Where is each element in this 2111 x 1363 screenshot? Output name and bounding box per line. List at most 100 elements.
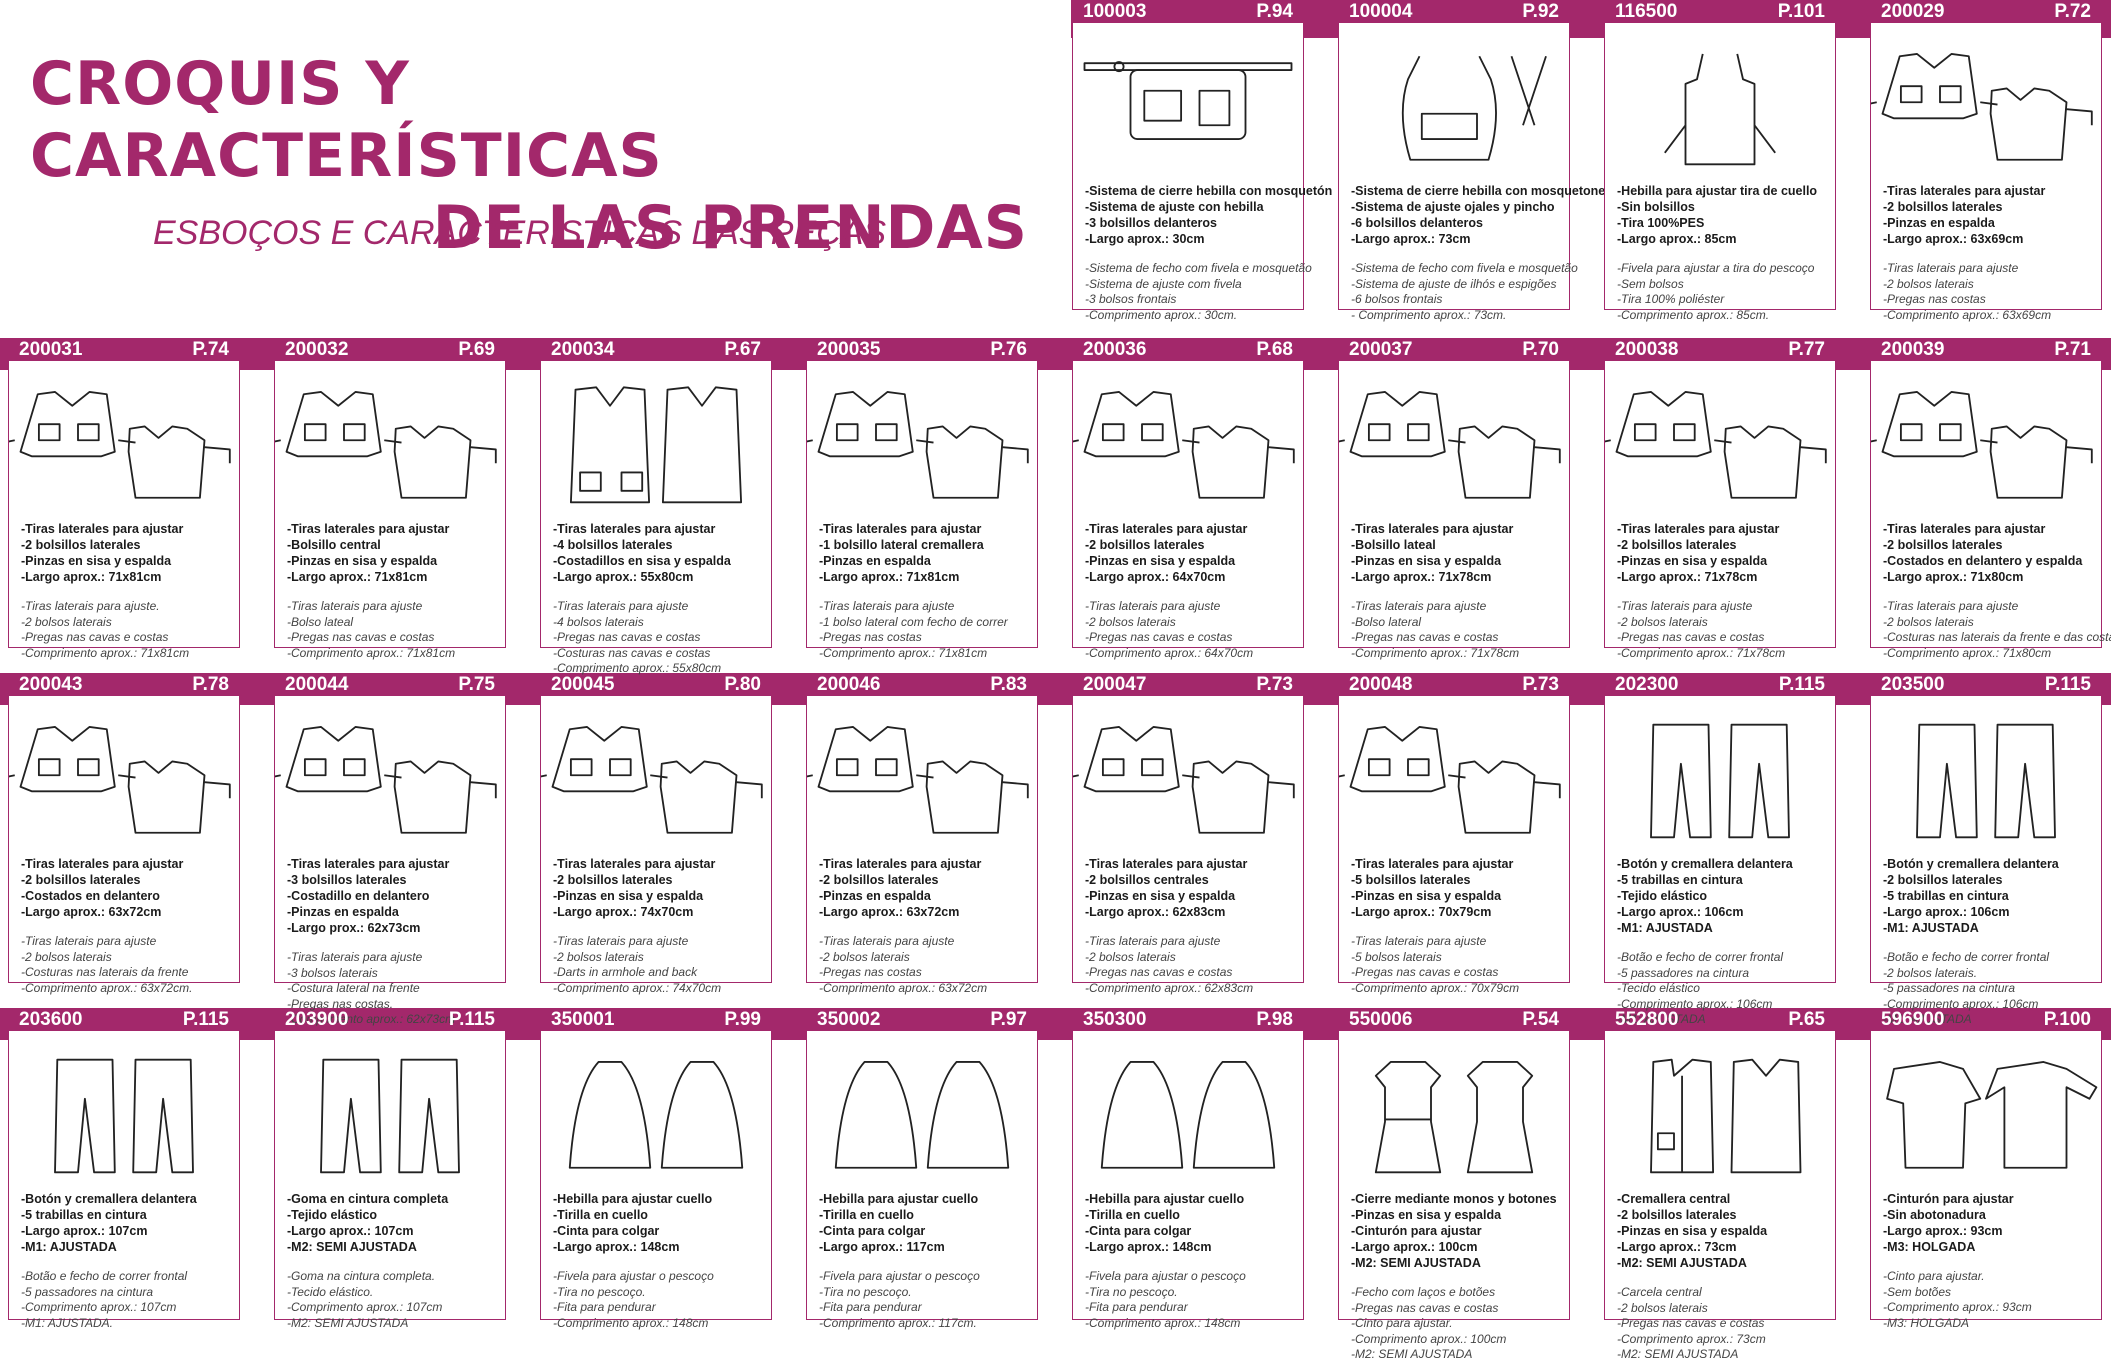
- feature-line: -Largo aprox.: 148cm: [553, 1240, 680, 1254]
- garment-card: 100003 P.94 -Sistema de cierre hebilla c…: [1072, 1, 1332, 322]
- product-code: 200048: [1349, 674, 1413, 695]
- features-es: -Tiras laterales para ajustar-5 bolsillo…: [1351, 856, 1565, 920]
- page-reference: P.70: [1522, 339, 1559, 360]
- note-line: -Pregas nas cavas e costas: [1617, 1316, 1765, 1330]
- feature-line: -Largo aprox.: 63x72cm: [819, 905, 960, 919]
- note-line: -1 bolso lateral com fecho de correr: [819, 614, 1008, 629]
- product-code: 203900: [285, 1009, 349, 1030]
- garment-card: 350001 P.99 -Hebilla para ajustar cuello…: [540, 1009, 772, 1330]
- feature-line: -Tiras laterales para ajustar: [1617, 522, 1780, 536]
- note-line: -Comprimento aprox.: 71x81cm: [819, 645, 988, 660]
- note-line: -Darts in armhole and back: [553, 965, 698, 979]
- note-line: -Sem bolsos: [1617, 276, 1684, 291]
- note-line: -2 bolsos laterais: [1617, 614, 1708, 629]
- feature-line: -Largo prox.: 62x73cm: [287, 921, 421, 935]
- note-line: -Pregas nas cavas e costas: [1085, 965, 1233, 979]
- page-reference: P.83: [990, 674, 1027, 695]
- feature-line: -5 trabillas en cintura: [21, 1208, 147, 1222]
- feature-line: -Bolsillo central: [287, 538, 381, 552]
- card-header: 202300 P.115: [1605, 674, 1835, 696]
- page-reference: P.101: [1777, 1, 1825, 22]
- product-code: 200029: [1881, 1, 1945, 22]
- features-pt: -Goma na cintura completa.-Tecido elásti…: [287, 1269, 501, 1331]
- tabard-pair-icon: [1333, 371, 1569, 521]
- tabard-pair-icon: [1865, 33, 2101, 183]
- garment-card: 350002 P.97 -Hebilla para ajustar cuello…: [806, 1009, 1038, 1330]
- note-line: -Cinto para ajustar.: [1883, 1269, 1985, 1283]
- note-line: -Comprimento aprox.: 148cm: [553, 1315, 709, 1330]
- feature-line: -Largo aprox.: 55x80cm: [553, 570, 694, 584]
- feature-line: -2 bolsillos laterales: [1617, 538, 1737, 552]
- note-line: -5 bolsos laterais: [1351, 949, 1442, 964]
- feature-line: -Largo aprox.: 74x70cm: [553, 905, 694, 919]
- waist-apron-icon: [1073, 33, 1303, 183]
- feature-line: -Tirilla en cuello: [553, 1208, 648, 1222]
- feature-line: -2 bolsillos centrales: [1085, 873, 1209, 887]
- features-pt: -Tiras laterais para ajuste-2 bolsos lat…: [553, 934, 767, 996]
- feature-line: -Hebilla para ajustar cuello: [1085, 1192, 1245, 1206]
- note-line: -M2: SEMI AJUSTADA: [1351, 1347, 1473, 1361]
- features-pt: -Tiras laterais para ajuste-5 bolsos lat…: [1351, 934, 1565, 996]
- tabard-pair-icon: [1067, 706, 1303, 856]
- page-reference: P.115: [2044, 674, 2091, 695]
- feature-line: -Pinzas en espalda: [819, 889, 931, 903]
- feature-line: -Hebilla para ajustar cuello: [553, 1192, 713, 1206]
- note-line: -Tecido elástico.: [287, 1284, 374, 1299]
- feature-line: -Tiras laterales para ajustar: [287, 522, 450, 536]
- note-line: -Bolso lateal: [287, 614, 354, 629]
- note-line: -Pregas nas cavas e costas: [1085, 630, 1233, 644]
- note-line: -6 bolsos frontais: [1351, 292, 1443, 306]
- note-line: -Costuras nas cavas e costas: [553, 645, 711, 660]
- trousers-pair-icon: [275, 1041, 505, 1191]
- feature-line: -Largo aprox.: 100cm: [1351, 1240, 1478, 1254]
- features-pt: -Tiras laterais para ajuste-2 bolsos lat…: [1883, 261, 2097, 323]
- features-pt: -Tiras laterais para ajuste-2 bolsos lat…: [21, 934, 235, 996]
- note-line: -Comprimento aprox.: 107cm: [21, 1300, 177, 1314]
- card-header: 200036 P.68: [1073, 339, 1303, 361]
- note-line: -Tiras laterais para ajuste: [1085, 599, 1221, 613]
- feature-line: -Cinta para colgar: [1085, 1224, 1192, 1238]
- features-pt: -Botão e fecho de correr frontal-5 passa…: [1617, 950, 1831, 1028]
- feature-line: -Largo aprox.: 71x80cm: [1883, 570, 2024, 584]
- features-pt: -Fecho com laços e botões-Pregas nas cav…: [1351, 1285, 1565, 1363]
- garment-card: 200034 P.67 -Tiras laterales para ajusta…: [540, 339, 772, 675]
- feature-line: -Largo aprox.: 106cm: [1883, 905, 2010, 919]
- feature-line: -Tiras laterales para ajustar: [553, 522, 716, 536]
- tabard-pair-icon: [1599, 371, 1835, 521]
- features-pt: -Tiras laterais para ajuste-2 bolsos lat…: [1617, 599, 1831, 661]
- feature-line: -Tiras laterales para ajustar: [1883, 522, 2046, 536]
- product-code: 350001: [551, 1009, 615, 1030]
- note-line: -Tecido elástico: [1617, 981, 1700, 995]
- garment-card: 200029 P.72 -Tiras laterales para ajusta…: [1865, 1, 2102, 322]
- feature-line: -Tiras laterales para ajustar: [1085, 857, 1248, 871]
- kimono-pair-icon: [1871, 1041, 2101, 1191]
- card-header: 550006 P.54: [1339, 1009, 1569, 1031]
- features-es: -Tiras laterales para ajustar-2 bolsillo…: [21, 521, 235, 585]
- page-reference: P.97: [990, 1009, 1027, 1030]
- feature-line: -Largo aprox.: 117cm: [819, 1240, 945, 1254]
- product-code: 202300: [1615, 674, 1679, 695]
- note-line: -Tiras laterais para ajuste: [1883, 599, 2019, 613]
- note-line: -Fivela para ajustar o pescoço: [553, 1269, 714, 1283]
- page-reference: P.100: [2043, 1009, 2091, 1030]
- product-code: 200044: [285, 674, 349, 695]
- features-es: -Hebilla para ajustar cuello-Tirilla en …: [1085, 1191, 1299, 1255]
- note-line: -Comprimento aprox.: 93cm: [1883, 1300, 2032, 1314]
- features-pt: -Tiras laterais para ajuste-2 bolsos lat…: [1085, 934, 1299, 996]
- note-line: -Fivela para ajustar a tira do pescoço: [1617, 261, 1815, 275]
- page-reference: P.94: [1256, 1, 1293, 22]
- card-header: 200032 P.69: [275, 339, 505, 361]
- feature-line: -Tiras laterales para ajustar: [21, 522, 184, 536]
- features-pt: -Fivela para ajustar o pescoço-Tira no p…: [553, 1269, 767, 1331]
- features-es: -Hebilla para ajustar cuello -Tirilla en …: [553, 1191, 767, 1255]
- garment-card: 200045 P.80 -Tiras laterales para ajusta…: [535, 674, 772, 995]
- tabard-pair-icon: [1067, 371, 1303, 521]
- feature-line: -2 bolsillos laterales: [1883, 200, 2003, 214]
- card-header: 200046 P.83: [807, 674, 1037, 696]
- note-line: -Comprimento aprox.: 55x80cm: [553, 661, 722, 675]
- feature-line: -Tejido elástico: [1617, 889, 1708, 903]
- note-line: -Comprimento aprox.: 106cm: [1617, 996, 1773, 1011]
- feature-line: -M2: SEMI AJUSTADA: [1617, 1256, 1747, 1270]
- garment-card: 200032 P.69 -Tiras laterales para ajusta…: [269, 339, 506, 660]
- features-es: -Tiras laterales para ajustar -Bolsillo c…: [287, 521, 501, 585]
